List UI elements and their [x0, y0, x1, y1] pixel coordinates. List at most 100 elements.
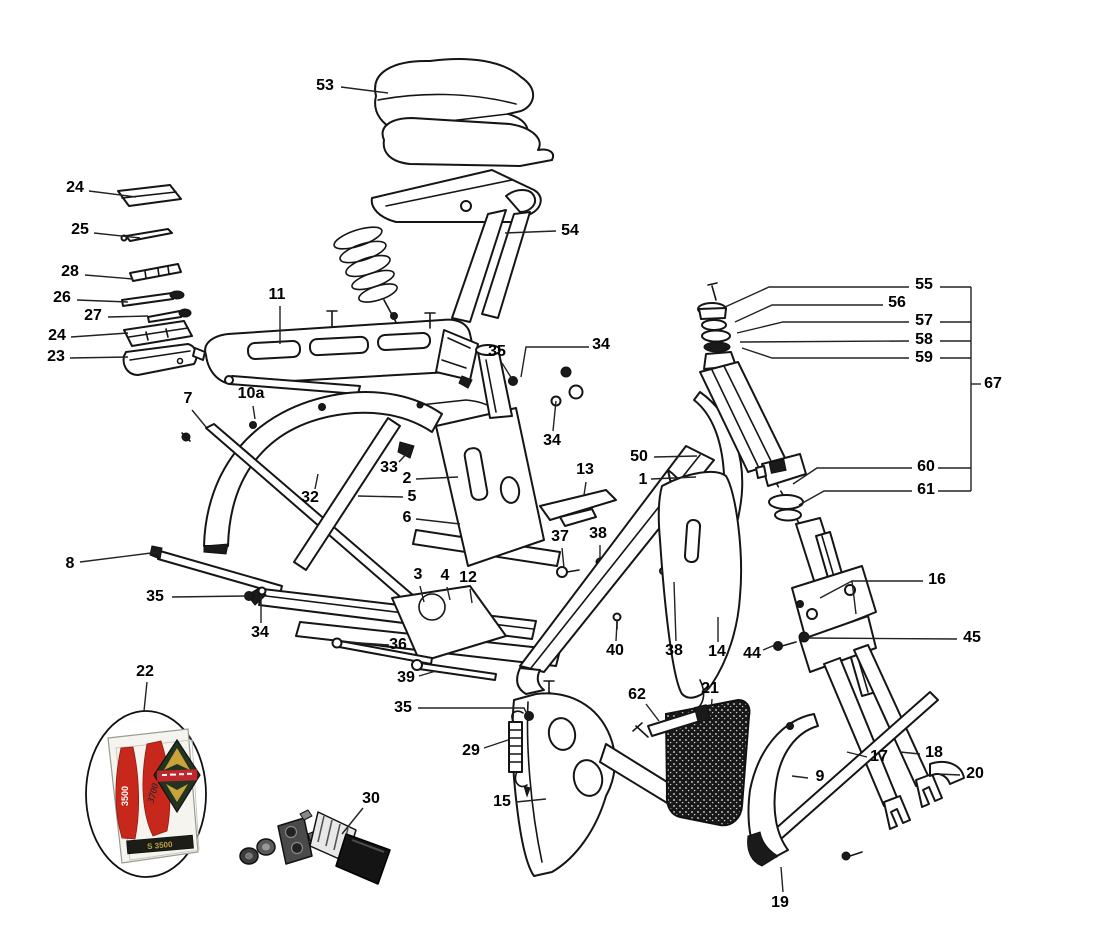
leader-line-4	[446, 586, 451, 601]
leader-line-12	[469, 588, 473, 604]
washer-56	[701, 319, 727, 331]
leader-line-17	[846, 751, 868, 758]
leader-line-35	[501, 362, 513, 380]
leader-line-7	[191, 409, 207, 428]
saddle-pad	[381, 117, 554, 167]
leader-line-28	[84, 274, 134, 280]
leader-line-56	[734, 304, 883, 323]
leader-line-36	[345, 641, 390, 646]
stand-bolt	[841, 851, 851, 861]
lock-rubber-block	[335, 833, 391, 885]
handlebar-clamp-60	[755, 453, 807, 487]
leader-line-29	[483, 739, 509, 749]
leader-line-34	[552, 400, 557, 432]
part-label-29: 29	[462, 742, 480, 759]
part-label-28: 28	[61, 263, 79, 280]
nut-34	[257, 586, 267, 596]
tool-small-driver	[147, 308, 192, 323]
leader-line-32	[314, 473, 319, 490]
part-label-35: 35	[146, 588, 164, 605]
part-label-11: 11	[269, 286, 286, 303]
part-label-61: 61	[917, 481, 935, 498]
part-label-33: 33	[380, 459, 398, 476]
leader-line-33	[398, 450, 410, 463]
part-label-67: 67	[984, 375, 1002, 392]
part-label-45: 45	[963, 629, 981, 646]
leader-line-9	[791, 775, 809, 779]
part-label-54: 54	[561, 222, 579, 239]
tool-screwdriver	[121, 290, 185, 307]
decal-footer: S 3500	[126, 834, 194, 855]
steering-lock	[239, 809, 391, 885]
part-label-16: 16	[928, 571, 946, 588]
fork-brace-20	[929, 760, 965, 785]
leader-line-57	[736, 321, 909, 334]
leader-line-37	[561, 547, 565, 569]
part-label-55: 55	[915, 276, 933, 293]
leader-line-35	[171, 595, 247, 598]
ring-57	[701, 329, 731, 343]
part-label-8: 8	[66, 555, 75, 572]
washer-61	[768, 494, 804, 522]
rack-pin-left	[326, 310, 338, 327]
part-label-27: 27	[84, 307, 102, 324]
part-label-10a: 10a	[238, 385, 265, 402]
part-label-17: 17	[870, 748, 888, 765]
ring-34	[568, 384, 584, 400]
part-label-62: 62	[628, 686, 646, 703]
leader-line-5	[357, 495, 404, 498]
leader-line-19	[780, 866, 784, 893]
part-label-12: 12	[459, 569, 477, 586]
frame-gusset	[391, 585, 507, 663]
rubber-mat-21	[664, 698, 751, 827]
part-label-58: 58	[915, 331, 933, 348]
leader-line-59	[741, 347, 909, 359]
leader-line-62	[645, 703, 660, 722]
bracket-bolt	[632, 722, 649, 738]
part-label-37: 37	[551, 528, 569, 545]
leader-line-26	[76, 299, 129, 303]
bolt-35-top	[508, 376, 518, 386]
leader-line-58	[739, 340, 910, 343]
part-label-39: 39	[397, 669, 415, 686]
fender-bolt	[249, 421, 257, 429]
locknut-55	[697, 302, 727, 320]
stand-spring-29	[508, 710, 534, 798]
leader-line-54	[504, 230, 557, 234]
part-label-36: 36	[389, 636, 407, 653]
leader-line-34	[520, 346, 589, 378]
seat-tube-stub	[475, 344, 513, 419]
leader-line-60	[792, 467, 912, 485]
fender-bolt	[318, 403, 326, 411]
bolt-44	[773, 641, 783, 651]
leader-line-8	[79, 551, 160, 563]
part-label-26: 26	[53, 289, 71, 306]
leader-line-24	[88, 190, 137, 198]
leader-line-53	[340, 86, 389, 94]
leader-line-61	[798, 490, 912, 506]
fork-end-left	[883, 795, 911, 830]
part-label-32: 32	[301, 489, 319, 506]
part-label-30: 30	[362, 790, 380, 807]
frame-lower-rails	[246, 585, 561, 667]
part-label-23: 23	[47, 348, 65, 365]
decal-text-vertical: 3500	[120, 786, 130, 806]
leader-line-45	[806, 637, 958, 640]
tool-pouch	[122, 343, 198, 376]
frame-front-members	[293, 344, 584, 571]
tool-file	[120, 228, 173, 242]
part-label-38: 38	[665, 642, 683, 659]
leader-line-27	[107, 315, 149, 318]
leader-line-20	[937, 773, 961, 776]
fork-bridge-upper	[791, 565, 877, 641]
rack-pin-right	[424, 312, 436, 329]
decal-sheet-oval: 3500 3700 S 3500	[85, 710, 207, 878]
leader-line-3	[419, 585, 425, 603]
decal-badge	[153, 738, 201, 814]
part-label-13: 13	[576, 461, 594, 478]
leader-line-50	[653, 455, 698, 458]
lock-plate	[277, 817, 313, 865]
part-label-59: 59	[915, 349, 933, 366]
fasteners-left	[244, 586, 497, 681]
side-panel-14	[657, 470, 743, 709]
